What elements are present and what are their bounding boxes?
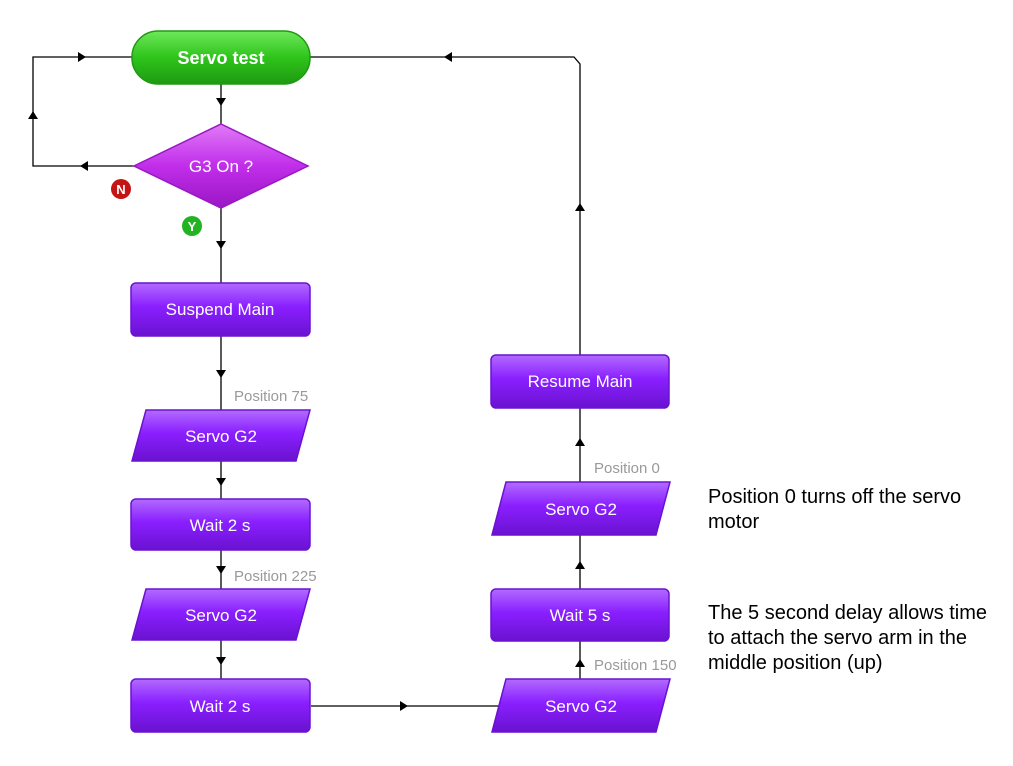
line-resume-start <box>310 56 581 355</box>
arrow-up <box>28 111 38 119</box>
no-badge-label: N <box>116 182 125 197</box>
servo1-param: Position 75 <box>234 388 308 405</box>
resume-main-label: Resume Main <box>528 372 633 391</box>
yes-badge-label: Y <box>188 219 197 234</box>
servo3-param: Position 150 <box>594 657 677 674</box>
decision-label: G3 On ? <box>189 157 253 176</box>
start-label: Servo test <box>177 48 264 68</box>
arrow-down <box>216 241 226 249</box>
wait3-label: Wait 5 s <box>550 606 611 625</box>
servo4-param: Position 0 <box>594 460 660 477</box>
arrow-left <box>444 52 452 62</box>
arrow-down <box>216 657 226 665</box>
suspend-main-block[interactable]: Suspend Main <box>130 282 311 337</box>
arrow-right <box>78 52 86 62</box>
servo1-label: Servo G2 <box>185 427 257 446</box>
suspend-main-label: Suspend Main <box>166 300 275 319</box>
no-badge: N <box>111 179 131 199</box>
resume-main-block[interactable]: Resume Main <box>490 354 670 409</box>
start-node[interactable]: Servo test <box>131 30 311 85</box>
wait1-label: Wait 2 s <box>190 516 251 535</box>
arrowheads <box>28 52 585 711</box>
wait1-block[interactable]: Wait 2 s <box>130 498 311 551</box>
yes-badge: Y <box>182 216 202 236</box>
servo3-label: Servo G2 <box>545 697 617 716</box>
annotation-position-0: Position 0 turns off the servo motor <box>708 486 962 533</box>
arrow-up <box>575 561 585 569</box>
wait3-block[interactable]: Wait 5 s <box>490 588 670 642</box>
servo2-param: Position 225 <box>234 568 317 585</box>
arrow-up <box>575 203 585 211</box>
servo4-block[interactable]: Servo G2 <box>491 481 671 536</box>
servo1-block[interactable]: Servo G2 <box>131 409 311 462</box>
arrow-left <box>80 161 88 171</box>
servo2-label: Servo G2 <box>185 606 257 625</box>
arrow-down <box>216 478 226 486</box>
decision-node[interactable]: G3 On ? <box>132 123 310 209</box>
arrow-right <box>400 701 408 711</box>
wait2-label: Wait 2 s <box>190 697 251 716</box>
arrow-up <box>575 438 585 446</box>
arrow-up <box>575 659 585 667</box>
arrow-down <box>216 370 226 378</box>
arrow-down <box>216 566 226 574</box>
line-no-loop <box>32 56 135 167</box>
servo3-block[interactable]: Servo G2 <box>491 678 671 733</box>
servo2-block[interactable]: Servo G2 <box>131 588 311 641</box>
servo4-label: Servo G2 <box>545 500 617 519</box>
arrow-down <box>216 98 226 106</box>
annotation-delay: The 5 second delay allows time to attach… <box>708 602 988 674</box>
wait2-block[interactable]: Wait 2 s <box>130 678 311 733</box>
